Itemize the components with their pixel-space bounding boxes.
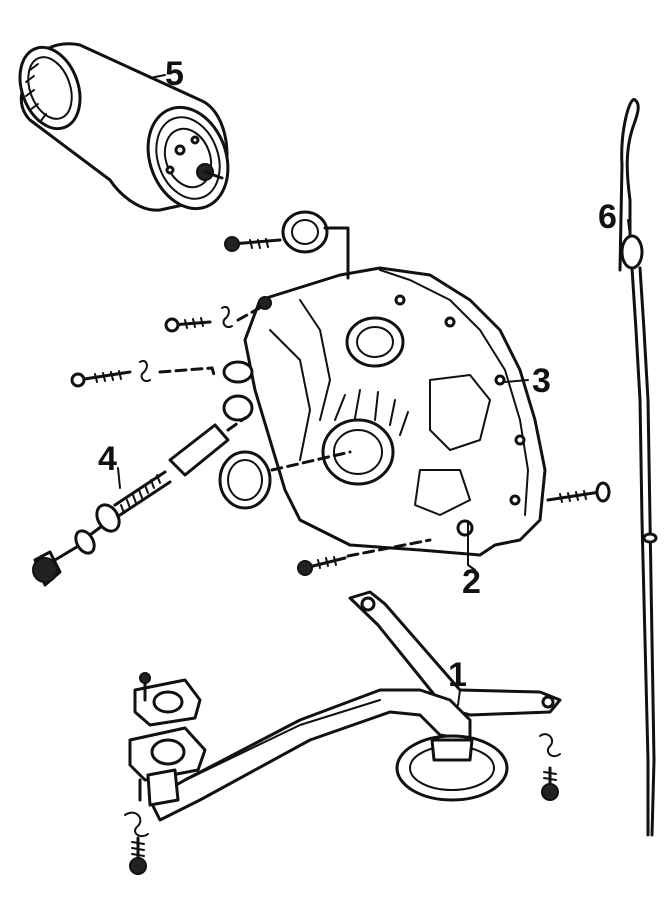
- crank-seal: [218, 450, 352, 510]
- callout-leaders: [117, 74, 631, 706]
- callout-5: 5: [165, 55, 184, 93]
- relief-valve-assembly: [32, 416, 247, 587]
- callout-3: 3: [532, 362, 551, 400]
- callout-4: 4: [98, 440, 117, 478]
- callout-6: 6: [598, 198, 617, 236]
- housing-bolts: [70, 236, 611, 576]
- callout-1: 1: [448, 656, 467, 694]
- pump-drive-gear: [281, 210, 350, 280]
- dipstick: [618, 98, 658, 837]
- pump-housing: [222, 266, 547, 557]
- callout-2: 2: [462, 563, 481, 601]
- oil-filter: [18, 42, 230, 212]
- oil-pickup-strainer: [124, 590, 562, 875]
